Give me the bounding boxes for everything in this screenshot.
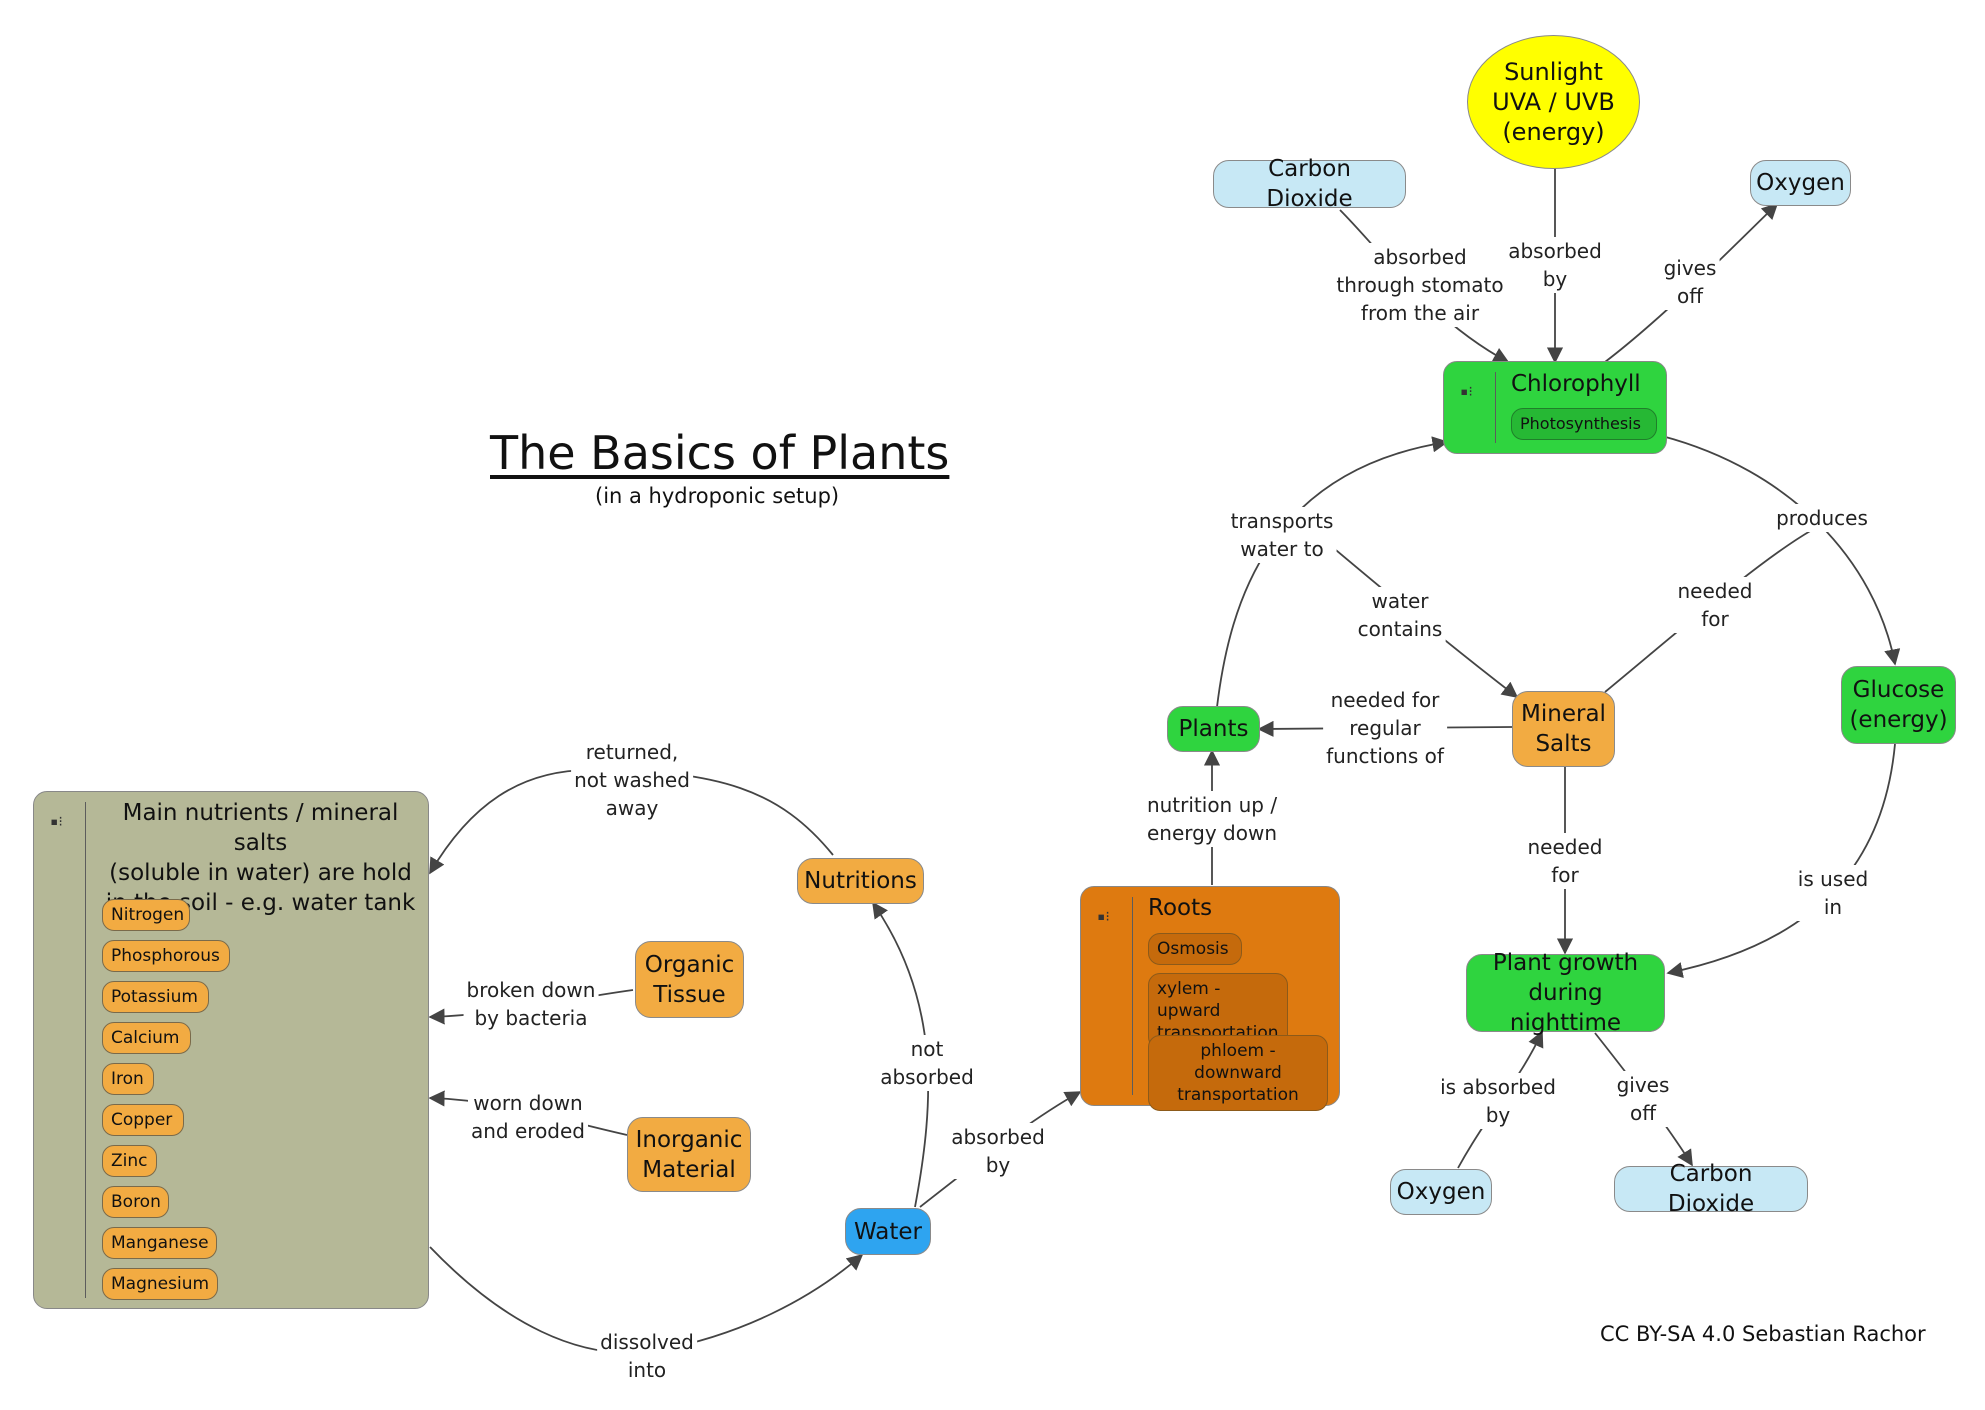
license-credit: CC BY-SA 4.0 Sebastian Rachor xyxy=(1600,1322,1926,1346)
node-inorganic-material[interactable]: Inorganic Material xyxy=(627,1117,751,1192)
link-plants-chlorophyll xyxy=(1216,436,1449,708)
node-water[interactable]: Water xyxy=(845,1208,931,1255)
list-toggle-icon[interactable]: ▪⁝ xyxy=(50,814,63,830)
node-sunlight[interactable]: Sunlight UVA / UVB (energy) xyxy=(1467,35,1640,169)
node-nutritions[interactable]: Nutritions xyxy=(797,858,924,904)
cluster-divider xyxy=(1495,372,1496,443)
cluster-title-roots: Roots xyxy=(1148,895,1213,921)
chip-phloem[interactable]: phloem - downward transportation xyxy=(1148,1035,1328,1111)
label-nutrition-up: nutrition up / energy down xyxy=(1143,791,1281,847)
label-needed-for-top: needed for xyxy=(1674,577,1756,633)
cluster-divider xyxy=(85,802,86,1298)
chip-nitrogen[interactable]: Nitrogen xyxy=(102,899,190,931)
chip-magnesium[interactable]: Magnesium xyxy=(102,1268,218,1300)
label-absorbed-by-roots: absorbed by xyxy=(948,1123,1048,1179)
label-worn-down: worn down and eroded xyxy=(467,1089,589,1145)
node-oxygen-bottom[interactable]: Oxygen xyxy=(1390,1169,1492,1215)
chip-calcium[interactable]: Calcium xyxy=(102,1022,191,1054)
cluster-main-nutrients[interactable]: ▪⁝ Main nutrients / mineral salts (solub… xyxy=(33,791,429,1309)
chip-osmosis[interactable]: Osmosis xyxy=(1148,933,1242,965)
chip-zinc[interactable]: Zinc xyxy=(102,1145,157,1177)
list-toggle-icon[interactable]: ▪⁝ xyxy=(1097,909,1110,925)
page-subtitle: (in a hydroponic setup) xyxy=(595,484,840,508)
label-gives-off-top: gives off xyxy=(1660,254,1720,310)
label-gives-off-bottom: gives off xyxy=(1613,1071,1673,1127)
label-broken-down: broken down by bacteria xyxy=(463,976,599,1032)
label-absorbed-by-top: absorbed by xyxy=(1505,237,1605,293)
link-glucose-growth xyxy=(1666,743,1896,979)
cluster-divider xyxy=(1132,897,1133,1095)
chip-potassium[interactable]: Potassium xyxy=(102,981,209,1013)
label-produces: produces xyxy=(1773,504,1871,532)
chip-boron[interactable]: Boron xyxy=(102,1186,169,1218)
node-organic-tissue[interactable]: Organic Tissue xyxy=(635,941,744,1018)
chip-copper[interactable]: Copper xyxy=(102,1104,184,1136)
chip-photosynthesis[interactable]: Photosynthesis xyxy=(1511,408,1657,440)
label-returned: returned, not washed away xyxy=(571,738,693,822)
cluster-title-chlorophyll: Chlorophyll xyxy=(1511,371,1641,397)
node-carbon-dioxide-top[interactable]: Carbon Dioxide xyxy=(1213,156,1406,212)
node-glucose[interactable]: Glucose (energy) xyxy=(1841,666,1956,744)
chip-manganese[interactable]: Manganese xyxy=(102,1227,217,1259)
node-plant-growth[interactable]: Plant growth during nighttime xyxy=(1466,950,1665,1036)
list-toggle-icon[interactable]: ▪⁝ xyxy=(1460,384,1473,400)
label-not-absorbed: not absorbed xyxy=(877,1035,977,1091)
page-title: The Basics of Plants xyxy=(490,426,950,480)
label-is-used-in: is used in xyxy=(1794,865,1872,921)
label-dissolved-into: dissolved into xyxy=(597,1328,697,1384)
node-oxygen-top[interactable]: Oxygen xyxy=(1750,160,1851,206)
cluster-chlorophyll[interactable]: ▪⁝ Chlorophyll Photosynthesis xyxy=(1443,361,1667,454)
node-carbon-dioxide-bottom[interactable]: Carbon Dioxide xyxy=(1614,1161,1808,1217)
label-needed-for-regular: needed for regular functions of xyxy=(1323,686,1447,770)
label-is-absorbed-by: is absorbed by xyxy=(1437,1073,1559,1129)
label-water-contains: water contains xyxy=(1354,587,1446,643)
node-plants[interactable]: Plants xyxy=(1167,706,1260,752)
label-transports-water: transports water to xyxy=(1227,507,1337,563)
label-needed-for-bottom: needed for xyxy=(1524,833,1606,889)
node-mineral-salts[interactable]: Mineral Salts xyxy=(1512,691,1615,767)
label-absorbed-stomato: absorbed through stomato from the air xyxy=(1333,243,1507,327)
chip-phosphorous[interactable]: Phosphorous xyxy=(102,940,230,972)
chip-iron[interactable]: Iron xyxy=(102,1063,154,1095)
cluster-roots[interactable]: ▪⁝ Roots Osmosis xylem - upward transpor… xyxy=(1080,886,1340,1111)
